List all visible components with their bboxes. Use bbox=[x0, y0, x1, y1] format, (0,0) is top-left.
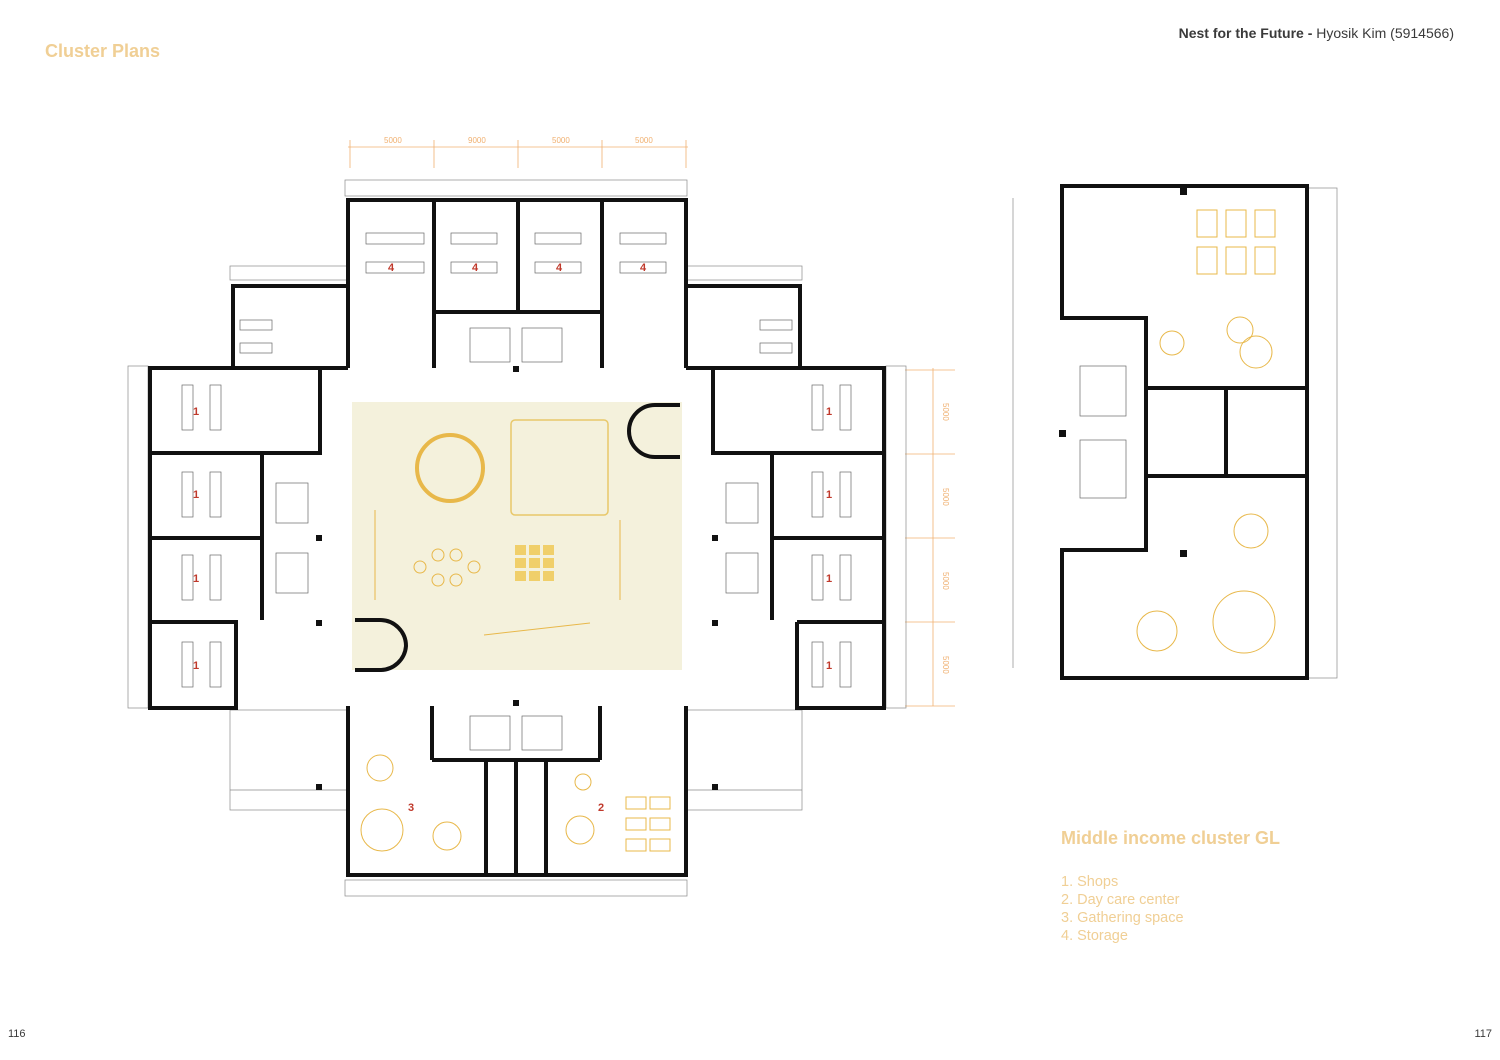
stair-cores bbox=[355, 403, 680, 673]
legend-item-shops: 1. Shops bbox=[1061, 874, 1119, 890]
dim-top-2: 9000 bbox=[468, 136, 486, 145]
courtyard bbox=[352, 402, 682, 670]
room-label-shop: 1 bbox=[826, 660, 832, 672]
walls bbox=[148, 184, 1309, 877]
dim-top-1: 5000 bbox=[384, 136, 402, 145]
dim-right-1: 5000 bbox=[941, 403, 950, 421]
dim-top-3: 5000 bbox=[552, 136, 570, 145]
page-title: Cluster Plans bbox=[45, 41, 161, 61]
room-label-shop: 1 bbox=[826, 573, 832, 585]
legend-title: Middle income cluster GL bbox=[1061, 828, 1281, 848]
room-label-shop: 1 bbox=[193, 489, 199, 501]
room-label-gathering: 3 bbox=[408, 802, 414, 814]
dimension-labels: 5000 9000 5000 5000 5000 5000 5000 5000 bbox=[384, 136, 950, 674]
room-label-storage: 4 bbox=[640, 262, 647, 274]
project-title: Nest for the Future - bbox=[1178, 25, 1317, 41]
room-label-shop: 1 bbox=[826, 489, 832, 501]
page-number-left: 116 bbox=[8, 1028, 26, 1040]
author-name: Hyosik Kim (5914566) bbox=[1316, 25, 1454, 41]
legend-list: 1. Shops 2. Day care center 3. Gathering… bbox=[1061, 873, 1184, 945]
dim-right-2: 5000 bbox=[941, 488, 950, 506]
room-label-shop: 1 bbox=[193, 406, 199, 418]
room-labels: 4 4 4 4 1 1 1 1 1 1 1 1 3 2 bbox=[193, 262, 832, 814]
furniture-tables bbox=[181, 232, 1127, 751]
header-credit: Nest for the Future - Hyosik Kim (591456… bbox=[1179, 25, 1454, 41]
page-number-right: 117 bbox=[1474, 1028, 1492, 1040]
room-label-shop: 1 bbox=[193, 660, 199, 672]
legend-item-storage: 4. Storage bbox=[1061, 928, 1128, 944]
room-label-storage: 4 bbox=[556, 262, 563, 274]
dimension-lines bbox=[348, 140, 955, 707]
columns bbox=[316, 188, 1187, 790]
room-label-shop: 1 bbox=[826, 406, 832, 418]
dim-right-4: 5000 bbox=[941, 656, 950, 674]
room-label-storage: 4 bbox=[472, 262, 479, 274]
room-label-shop: 1 bbox=[193, 573, 199, 585]
legend-item-daycare: 2. Day care center bbox=[1061, 892, 1180, 908]
dim-top-4: 5000 bbox=[635, 136, 653, 145]
room-label-storage: 4 bbox=[388, 262, 395, 274]
room-label-daycare: 2 bbox=[598, 802, 604, 814]
legend-item-gathering: 3. Gathering space bbox=[1061, 910, 1184, 926]
gathering-furniture bbox=[360, 209, 1276, 852]
dim-right-3: 5000 bbox=[941, 572, 950, 590]
